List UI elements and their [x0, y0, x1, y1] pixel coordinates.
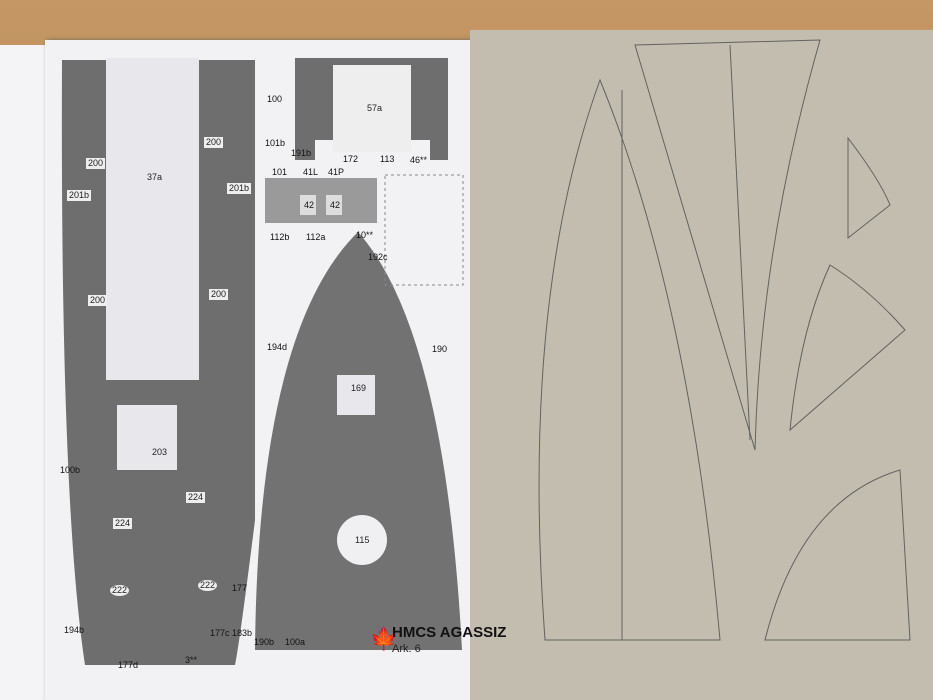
- part-label: 3**: [185, 655, 198, 665]
- part-label: 113: [380, 154, 395, 164]
- sheet-number: Ark. 6: [392, 643, 421, 655]
- part-label-115: 115: [355, 535, 370, 545]
- part-label: 190: [432, 344, 448, 354]
- part-label: 222: [198, 580, 218, 591]
- laser-cut-outlines: [538, 39, 911, 641]
- part-37a: [106, 58, 199, 380]
- part-label: 183b: [232, 628, 253, 638]
- part-label: 101: [272, 167, 288, 177]
- part-label: 112a: [306, 232, 326, 242]
- part-42b: [326, 195, 342, 215]
- part-label: 177d: [118, 660, 139, 670]
- part-label: 191b: [291, 148, 312, 158]
- part-label: 200: [86, 158, 106, 169]
- part-label: 224: [113, 518, 133, 529]
- part-label: 100a: [285, 637, 306, 647]
- part-label-169: 169: [351, 383, 367, 393]
- part-label: 201b: [227, 183, 252, 194]
- part-label: 42: [304, 200, 315, 210]
- bow-deck-part: [255, 232, 462, 650]
- part-label: 100: [267, 94, 283, 104]
- part-label: 46**: [410, 155, 428, 165]
- part-label: 42: [330, 200, 341, 210]
- part-label: 177: [232, 583, 248, 593]
- part-203: [117, 405, 177, 470]
- part-label: 194b: [64, 625, 85, 635]
- model-title: HMCS AGASSIZ: [392, 624, 507, 641]
- part-label: 200: [88, 295, 108, 306]
- booklet-left-page: [0, 45, 50, 700]
- part-label: 100b: [60, 465, 81, 475]
- part-169: [337, 375, 375, 415]
- part-label: 10**: [356, 230, 374, 240]
- part-label: 41L: [303, 167, 319, 177]
- part-42a: [300, 195, 316, 215]
- cardboard-sheet: [470, 30, 933, 700]
- part-115: [337, 515, 387, 565]
- part-label: 192c: [368, 252, 388, 262]
- part-label: 172: [343, 154, 359, 164]
- part-label: 200: [204, 137, 224, 148]
- part-label-57a: 57a: [367, 103, 383, 113]
- part-label: 224: [186, 492, 206, 503]
- part-42-group: [265, 178, 377, 223]
- part-label-37a: 37a: [147, 172, 163, 182]
- part-label-203: 203: [152, 447, 168, 457]
- part-57a: [333, 65, 411, 152]
- round-parts: [384, 174, 464, 286]
- maple-leaf-logo: 🍁: [370, 626, 398, 651]
- part-label: 190b: [254, 637, 275, 647]
- part-label: 112b: [270, 232, 290, 242]
- part-label: 222: [110, 585, 130, 596]
- part-label: 41P: [328, 167, 345, 177]
- part-label: 201b: [67, 190, 92, 201]
- part-label: 177c: [210, 628, 230, 638]
- part-label: 101b: [265, 138, 286, 148]
- part-label: 200: [209, 289, 229, 300]
- plastic-wrap-sheen: [470, 30, 933, 700]
- part-label: 194d: [267, 342, 288, 352]
